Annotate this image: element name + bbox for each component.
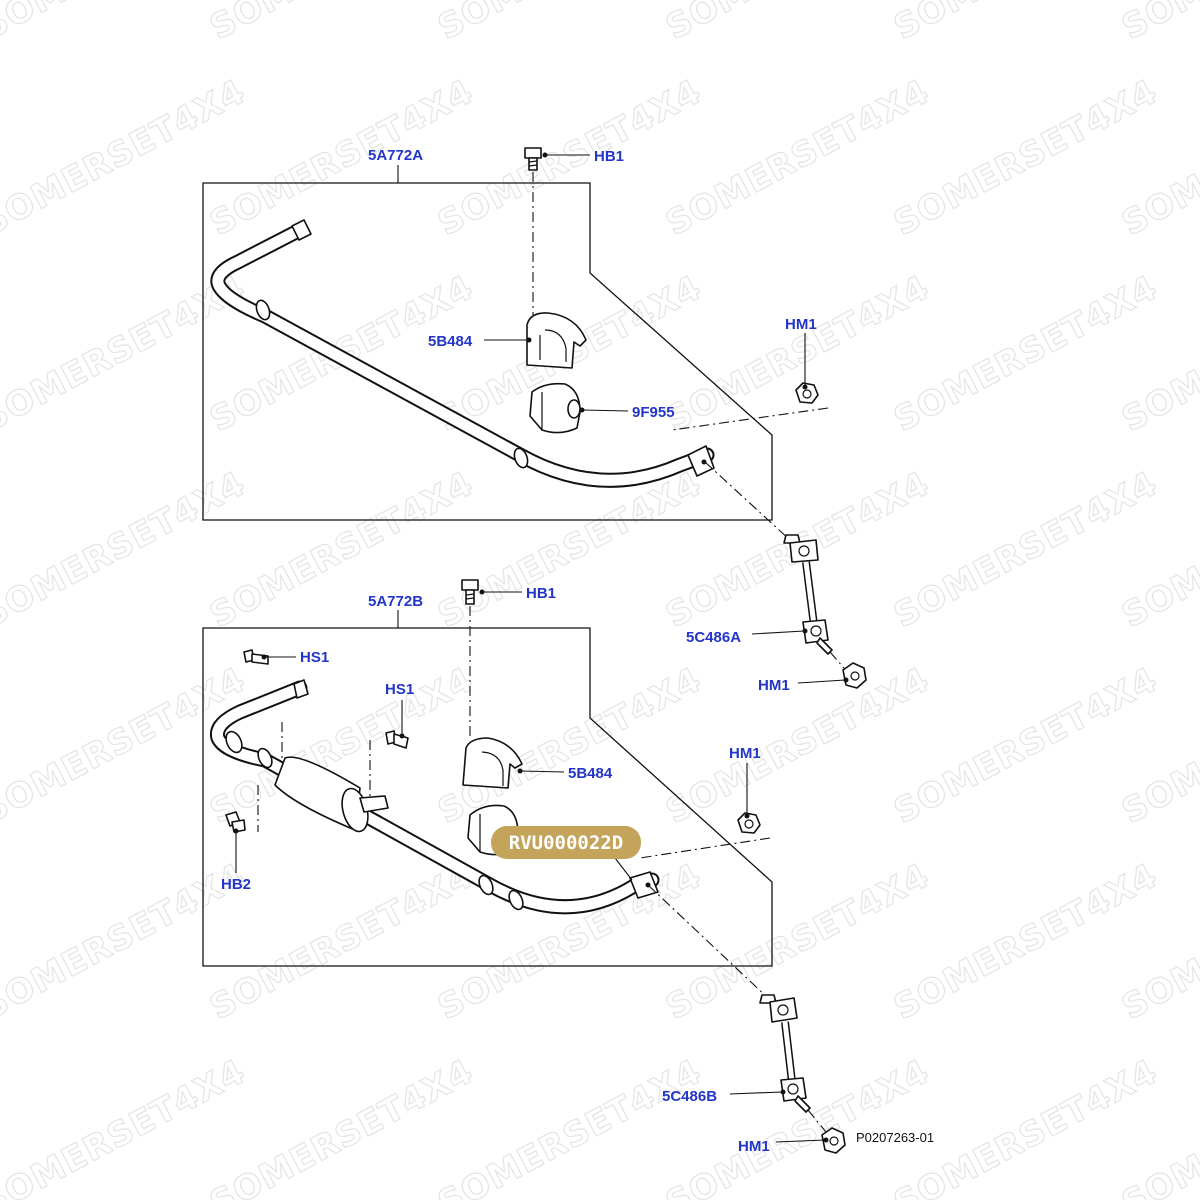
label-top-clamp[interactable]: 5B484: [428, 333, 473, 350]
drop-link-b: [759, 994, 846, 1154]
bottom-nut: [737, 812, 761, 834]
label-bottom-nut[interactable]: HM1: [729, 745, 761, 762]
bottom-anti-roll-bar: [210, 679, 660, 915]
label-link-b[interactable]: 5C486B: [662, 1088, 717, 1105]
bottom-bush-clamp: [462, 737, 523, 789]
bottom-bolt: [461, 579, 479, 605]
label-top-bolt[interactable]: HB1: [594, 148, 624, 165]
leader-lines: [233, 152, 849, 1143]
bottom-assembly: [202, 579, 773, 1001]
label-bolt-hb2[interactable]: HB2: [221, 876, 251, 893]
highlighted-part-badge[interactable]: RVU000022D: [491, 826, 641, 859]
label-link-a[interactable]: 5C486A: [686, 629, 741, 646]
label-top-bush[interactable]: 9F955: [632, 404, 675, 421]
label-bottom-bolt[interactable]: HB1: [526, 585, 556, 602]
callout-labels: 5A772A HB1 5B484 9F955 HM1 5C486A HM1 5A…: [221, 147, 817, 1155]
watermark-text: SOMERSET4X4: [0, 1052, 252, 1200]
label-screw-left[interactable]: HS1: [300, 649, 329, 666]
diagram-reference: P0207263-01: [856, 1130, 934, 1145]
top-rubber-bush: [529, 382, 581, 434]
label-bottom-clamp[interactable]: 5B484: [568, 765, 613, 782]
bottom-assembly-frame: [202, 627, 773, 967]
highlighted-part-number: RVU000022D: [509, 832, 623, 854]
label-link-a-nut[interactable]: HM1: [758, 677, 790, 694]
label-top-nut[interactable]: HM1: [785, 316, 817, 333]
label-bottom-bar[interactable]: 5A772B: [368, 593, 423, 610]
label-screw-mid[interactable]: HS1: [385, 681, 414, 698]
top-assembly-frame: [202, 182, 773, 521]
watermark-text: SOMERSET4X4: [1115, 0, 1200, 48]
top-anti-roll-bar: [210, 219, 715, 488]
label-link-b-nut[interactable]: HM1: [738, 1138, 770, 1155]
screw-mid: [385, 730, 409, 749]
top-assembly: [202, 147, 829, 541]
label-top-bar[interactable]: 5A772A: [368, 147, 423, 164]
drop-link-a: [783, 534, 867, 689]
top-bush-clamp: [526, 312, 587, 369]
top-nut: [795, 382, 819, 404]
top-bolt: [524, 147, 542, 171]
